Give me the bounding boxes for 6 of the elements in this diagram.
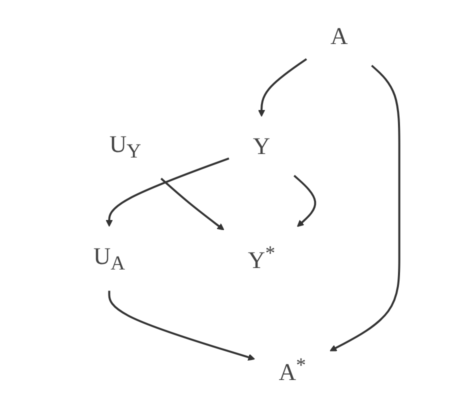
variable-label: Y$^{*}$ [248, 238, 276, 279]
variable-label: A [330, 18, 348, 54]
variable-label: Y [253, 128, 270, 164]
variable-label: U$_{A}$ [94, 238, 126, 279]
variable-label: A$^{*}$ [278, 350, 306, 391]
variable-label: U$_{Y}$ [109, 126, 142, 167]
